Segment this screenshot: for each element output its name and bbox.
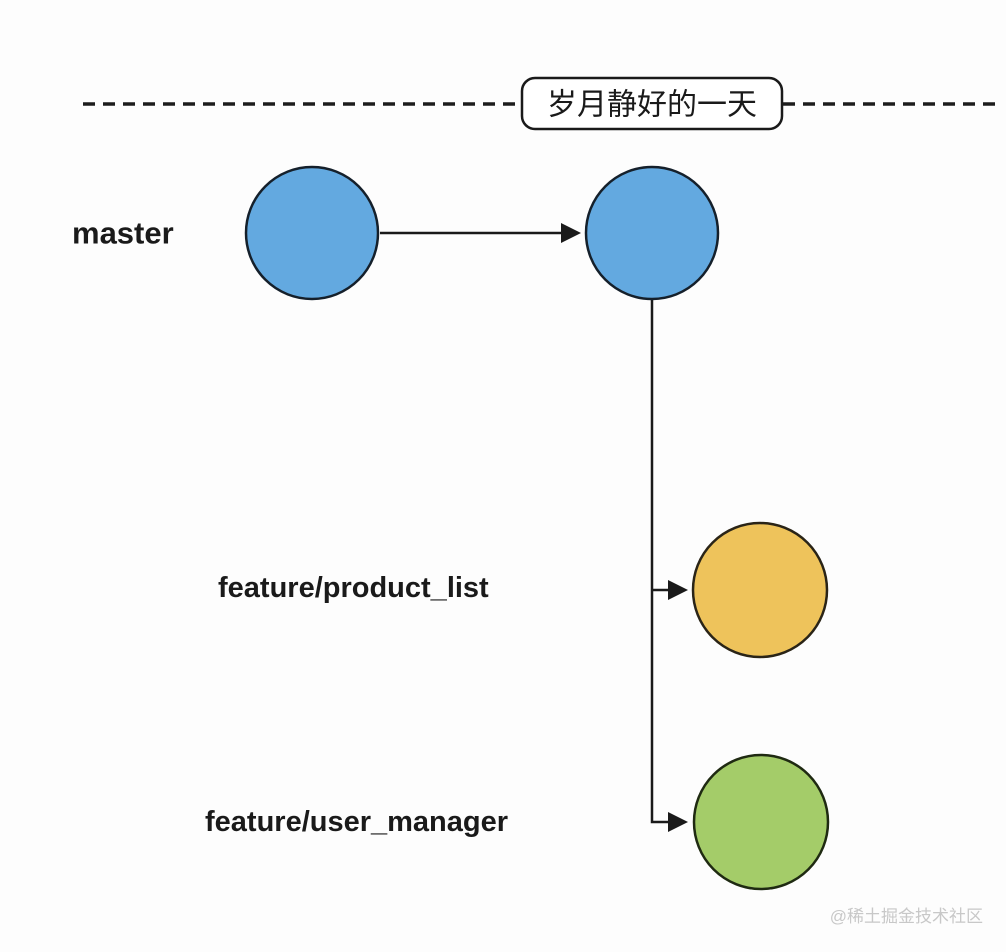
commit-node-user-manager bbox=[692, 753, 830, 891]
branch-label-master: master bbox=[72, 216, 174, 251]
branch-label-user-manager: feature/user_manager bbox=[205, 806, 508, 838]
commit-node-master-1 bbox=[244, 165, 380, 301]
branch-line-user-manager bbox=[650, 299, 688, 832]
title-box bbox=[520, 76, 784, 131]
commit-node-master-2 bbox=[584, 165, 720, 301]
commit-node-product-list bbox=[691, 521, 829, 659]
title-label: 岁月静好的一天 bbox=[547, 89, 757, 122]
watermark: @稀土掘金技术社区 bbox=[830, 907, 983, 926]
branch-label-product-list: feature/product_list bbox=[218, 572, 489, 604]
